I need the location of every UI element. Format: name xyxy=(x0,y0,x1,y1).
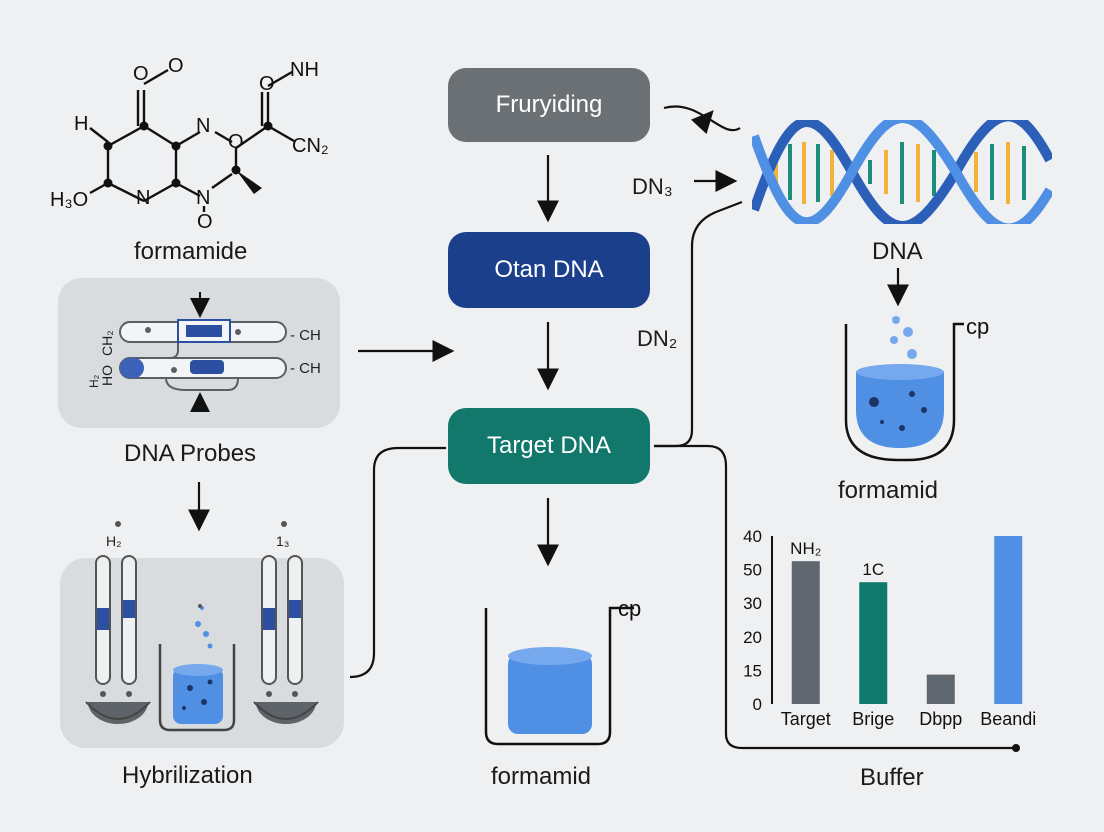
atom-n-bottom: N xyxy=(136,187,150,209)
dna-caption: DNA xyxy=(872,238,923,265)
probe-side-ch2: CH₂ xyxy=(99,330,115,356)
node-target-dna[interactable]: Target DNA xyxy=(448,408,650,484)
atom-h3o: H₃O xyxy=(50,189,88,211)
bar-dbpp xyxy=(926,674,955,704)
atom-cn2: CN₂ xyxy=(292,135,329,157)
center-beaker-caption: formamid xyxy=(491,763,592,790)
atom-n-mid: N xyxy=(196,115,210,137)
dna-probes-panel: - CH - CH HO CH₂ H₂ xyxy=(58,278,340,428)
dna-probes-caption: DNA Probes xyxy=(124,440,257,467)
y-tick-label: 40 xyxy=(743,527,762,546)
probe-side-ho: HO xyxy=(99,365,115,386)
atom-o-bottom: O xyxy=(197,211,213,233)
tube-left-label: H₂ xyxy=(106,533,122,549)
probe-ch-bottom: - CH xyxy=(290,360,321,377)
chart-xlabel: Buffer xyxy=(860,764,924,791)
x-tick-label: Brige xyxy=(852,709,894,729)
x-tick-label: Dbpp xyxy=(919,709,962,729)
x-tick-label: Beandi xyxy=(980,709,1036,729)
probe-side-h2: H₂ xyxy=(87,374,101,388)
center-beaker-cp: cp xyxy=(618,596,641,621)
atom-nh-top: NH xyxy=(290,59,319,81)
formamide-structure: O O H N O O NH CN₂ H₃O N N O xyxy=(50,55,329,233)
atom-n-bottom2: N xyxy=(196,187,210,209)
node-fruryiding-label: Fruryiding xyxy=(495,91,603,118)
bar-brige xyxy=(859,582,888,704)
line-node3-dna xyxy=(654,200,743,448)
node-target-dna-label: Target DNA xyxy=(486,432,612,459)
y-tick-label: 30 xyxy=(743,594,762,613)
label-dn3: DN₃ xyxy=(632,174,673,199)
atom-o-top2: O xyxy=(168,55,184,77)
probe-ch-top: - CH xyxy=(290,327,321,344)
label-dn2: DN₂ xyxy=(637,326,678,351)
right-beaker-cp: cp xyxy=(966,314,989,339)
hybridization-panel: H₂ 1₃ xyxy=(60,521,344,748)
atom-o-ester: O xyxy=(259,73,275,95)
line-hybrid-node3 xyxy=(349,446,446,679)
arrow-head-node1 xyxy=(690,110,714,135)
buffer-line-end xyxy=(1012,744,1020,752)
line-node3-buffer xyxy=(654,444,1014,750)
center-beaker: cp xyxy=(484,596,641,746)
right-beaker: cp xyxy=(844,314,989,462)
right-beaker-caption: formamid xyxy=(838,477,939,504)
y-tick-label: 50 xyxy=(743,561,762,580)
node-otan-dna-label: Otan DNA xyxy=(494,256,604,283)
dna-helix xyxy=(752,120,1052,224)
formamide-caption: formamide xyxy=(134,238,248,265)
y-tick-label: 15 xyxy=(743,661,762,680)
atom-o-top: O xyxy=(133,63,149,85)
bar-target xyxy=(791,561,820,704)
node-otan-dna[interactable]: Otan DNA xyxy=(448,232,650,308)
node-fruryiding[interactable]: Fruryiding xyxy=(448,68,650,142)
hybridization-caption: Hybrilization xyxy=(122,762,253,789)
tube-right-label: 1₃ xyxy=(276,533,290,549)
bar-data-label: 1C xyxy=(862,560,884,579)
bar-beandi xyxy=(994,536,1023,704)
atom-h-left: H xyxy=(74,113,88,135)
bar-data-label: NH₂ xyxy=(790,539,821,558)
y-tick-label: 0 xyxy=(753,695,762,714)
y-tick-label: 20 xyxy=(743,628,762,647)
x-tick-label: Target xyxy=(781,709,831,729)
atom-o-ring: O xyxy=(228,131,244,153)
